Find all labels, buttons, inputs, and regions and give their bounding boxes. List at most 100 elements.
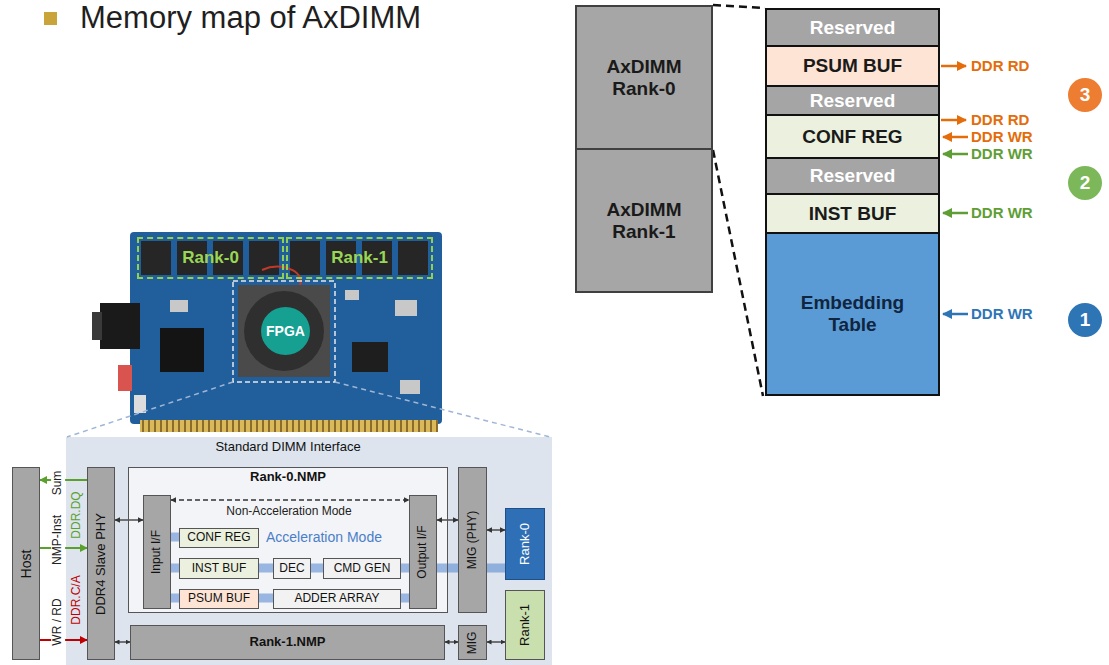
phy-block: DDR4 Slave PHY [87, 467, 115, 660]
dram-chip [141, 241, 171, 275]
page-title: Memory map of AxDIMM [80, 0, 421, 36]
access-label: DDR WR [971, 305, 1033, 322]
buffer-region: INST BUF [765, 193, 940, 234]
buffer-block: PSUM BUF [179, 589, 259, 609]
box-label: FPGA [263, 323, 308, 339]
board-part [345, 290, 359, 300]
embedding-region: Embedding Table [765, 232, 940, 396]
fan [244, 291, 324, 371]
board-chip [160, 328, 204, 372]
signal-connector [487, 529, 505, 530]
memory-rank-box: AxDIMM Rank-0 [575, 5, 713, 150]
callout-number: 3 [1068, 78, 1102, 112]
box-label: INST BUF [189, 562, 249, 576]
signal-connector [171, 499, 409, 500]
edge-label: Sum [51, 469, 65, 498]
reserved-region: Reserved [765, 157, 940, 195]
switch [118, 365, 132, 391]
box-label: CMD GEN [331, 562, 394, 576]
box-label: Rank-0 [179, 248, 242, 268]
write-arrow [943, 212, 968, 215]
box-label: Rank-1.NMP [247, 635, 329, 650]
buffer-block: INST BUF [179, 558, 259, 579]
access-label: DDR WR [971, 145, 1033, 162]
edge-label: Non-Acceleration Mode [226, 505, 351, 519]
box-label: 3 [1077, 84, 1094, 106]
mode-label: Acceleration Mode [266, 529, 382, 545]
zoom-line [67, 382, 233, 437]
nmp-ground [128, 467, 448, 613]
dram-chip [290, 241, 320, 275]
interface-block: Input I/F [143, 495, 171, 609]
box-label: Reserved [807, 90, 899, 112]
mig-block: MIG (PHY) [458, 467, 487, 613]
access-label: DDR WR [971, 204, 1033, 221]
write-arrow [943, 313, 968, 316]
logic-block: DEC [273, 558, 311, 579]
box-label: AxDIMM Rank-1 [577, 199, 711, 243]
expansion-line [713, 150, 763, 396]
logic-block: ADDER ARRAY [273, 589, 401, 609]
board-part [400, 380, 420, 394]
box-label: Rank-1 [328, 248, 391, 268]
title-bullet [44, 12, 57, 25]
board-part [395, 300, 417, 316]
box-label: Output I/F [416, 525, 430, 578]
pcb-board [130, 232, 442, 424]
fpga-outline [233, 281, 335, 382]
access-label: DDR RD [971, 111, 1029, 128]
box-label: PSUM BUF [185, 592, 253, 606]
box-label: Host [18, 549, 34, 578]
zoom-line [335, 382, 550, 437]
dram-chip [398, 241, 428, 275]
box-label: Reserved [807, 17, 899, 39]
interface-block: Output I/F [409, 495, 437, 609]
memory-rank-box: AxDIMM Rank-1 [575, 148, 713, 293]
signal-connector [487, 641, 505, 642]
write-arrow [943, 153, 968, 156]
logic-block: CMD GEN [323, 558, 401, 579]
write-arrow [943, 136, 968, 139]
signal-connector [115, 519, 143, 520]
box-label: MIG (PHY) [466, 511, 480, 570]
power-jack [92, 312, 102, 340]
box-label: PSUM BUF [800, 55, 905, 77]
callout-number: 2 [1068, 166, 1102, 200]
rank-outline: Rank-1 [286, 237, 433, 279]
signal-connector [115, 641, 130, 642]
edge-label: WR / RD [51, 596, 65, 647]
nmp-block: Rank-1.NMP [130, 625, 445, 660]
box-label: ADDER ARRAY [291, 592, 382, 606]
box-label: Reserved [807, 165, 899, 187]
box-label: Rank-0.NMP [129, 470, 447, 485]
mig-block: MIG [458, 625, 487, 660]
fpga-badge: FPGA [261, 307, 310, 355]
signal-name: DDR.DQ [70, 489, 84, 540]
box-label: MIG [466, 631, 480, 654]
box-label: 2 [1077, 172, 1094, 194]
dimm-pins [140, 420, 438, 432]
board-part [170, 300, 188, 312]
box-label: Embedding Table [767, 292, 938, 336]
signal-connector [445, 641, 458, 642]
interface-region [66, 437, 552, 665]
register-region: CONF REG [765, 114, 940, 159]
buffer-region: PSUM BUF [765, 45, 940, 87]
signal-name: DDR.C/A [70, 573, 84, 626]
access-label: DDR RD [971, 57, 1029, 74]
register-block: CONF REG [179, 528, 259, 548]
connector [134, 395, 146, 413]
box-label: AxDIMM Rank-0 [577, 56, 711, 100]
rank-outline: Rank-0 [137, 237, 284, 279]
read-arrow [941, 119, 966, 122]
dram-rank: Rank-0 [505, 508, 545, 580]
host-block: Host [12, 467, 40, 660]
interface-caption: Standard DIMM Interface [215, 440, 360, 455]
reserved-region: Reserved [765, 8, 940, 47]
access-label: DDR WR [971, 128, 1033, 145]
edge-label: NMP-Inst [51, 513, 65, 567]
fan-wire [262, 267, 301, 285]
reserved-region: Reserved [765, 85, 940, 116]
box-label: DDR4 Slave PHY [94, 513, 109, 615]
